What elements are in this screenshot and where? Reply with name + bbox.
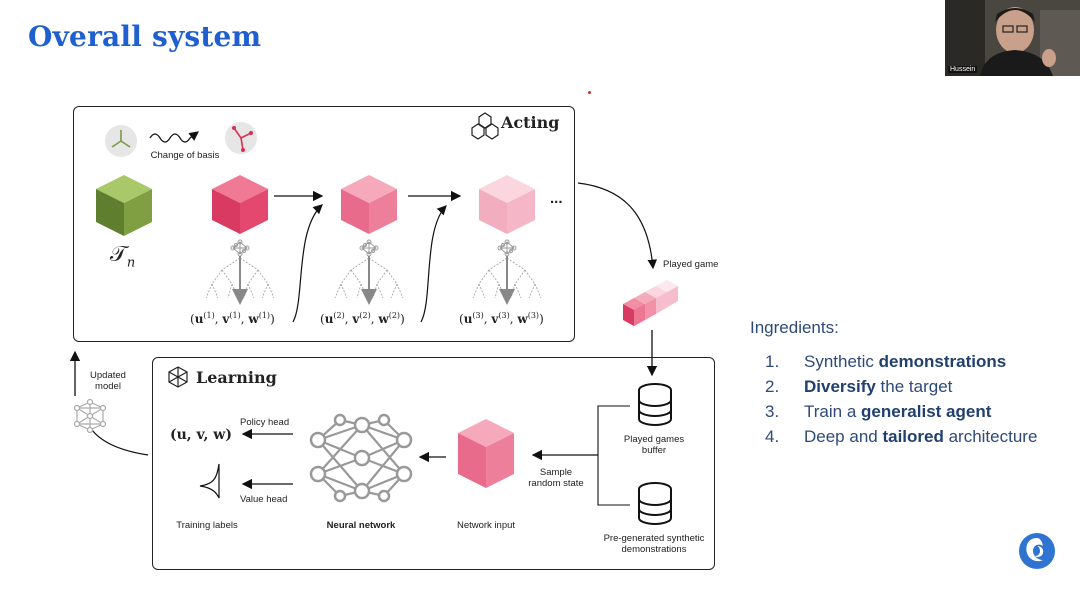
learning-icon	[168, 366, 188, 388]
sample-random-state-label: Sample random state	[528, 467, 584, 489]
value-distribution-icon	[199, 463, 220, 499]
acting-title: Acting	[501, 113, 560, 132]
curve-arrow-2	[420, 205, 447, 323]
ellipsis: ...	[550, 190, 563, 207]
factor-sup: (2)	[388, 311, 401, 320]
played-game-label: Played game	[663, 259, 719, 270]
updated-model-network-icon	[73, 398, 107, 434]
ingredient-number: 1.	[765, 352, 780, 371]
participant-name: Hussein	[948, 66, 978, 73]
ingredient-text: the target	[875, 377, 953, 396]
network-input-label: Network input	[456, 520, 516, 531]
factor-u: u	[324, 312, 334, 326]
ingredient-text: Deep and	[804, 427, 883, 446]
ingredient-bold: Diversify	[804, 377, 876, 396]
neural-network-label: Neural network	[326, 520, 396, 531]
factor-sup: (2)	[333, 311, 345, 320]
training-labels-label: Training labels	[176, 520, 238, 531]
ingredient-number: 3.	[765, 402, 780, 421]
ingredient-number: 4.	[765, 427, 780, 446]
network-input-cube	[458, 419, 514, 488]
factor-sup: (1)	[258, 311, 271, 320]
pregenerated-db	[638, 482, 672, 525]
factor-v: v	[222, 312, 230, 326]
ingredient-bold: demonstrations	[878, 352, 1007, 371]
factor-sup: (1)	[229, 311, 241, 320]
tensor-label: 𝒯n	[110, 242, 135, 270]
state-cube-1	[212, 175, 268, 234]
factor-label-1: (u(1), v(1), w(1))	[190, 311, 275, 326]
search-tree-3	[472, 239, 542, 305]
change-of-basis-label: Change of basis	[150, 150, 220, 161]
factor-v: v	[352, 312, 360, 326]
ingredient-item-2: 2. Diversify the target	[765, 377, 1075, 397]
ingredient-text: Synthetic	[804, 352, 879, 371]
factor-w: w	[517, 312, 528, 326]
policy-head-label: Policy head	[240, 417, 290, 428]
pregenerated-label: Pre-generated synthetic demonstrations	[603, 533, 705, 555]
factor-sup: (3)	[498, 311, 510, 320]
ingredient-bold: generalist agent	[861, 402, 992, 421]
learning-title: Learning	[196, 368, 277, 387]
tensor-symbol: 𝒯	[110, 242, 127, 267]
ingredient-item-4: 4. Deep and tailored architecture	[765, 427, 1075, 447]
ingredient-text: architecture	[943, 427, 1038, 446]
curve-arrow-1	[292, 204, 323, 323]
updated-model-curve	[91, 429, 149, 456]
acting-icon	[471, 112, 499, 140]
factor-sup: (3)	[527, 311, 540, 320]
ingredient-item-3: 3. Train a generalist agent	[765, 402, 1075, 422]
neural-network-graphic	[309, 413, 413, 503]
played-game-curve	[577, 182, 658, 270]
ingredient-bold: tailored	[882, 427, 944, 446]
updated-model-label: Updated model	[90, 370, 126, 392]
slide-title: Overall system	[28, 20, 262, 53]
factor-label-2: (u(2), v(2), w(2))	[320, 311, 405, 326]
participant-silhouette	[945, 0, 1080, 76]
search-tree-2	[334, 239, 404, 305]
search-tree-1	[205, 239, 275, 305]
basis-icon-changed	[225, 122, 257, 154]
ingredient-text: Train a	[804, 402, 862, 421]
played-games-buffer-db	[638, 383, 672, 426]
learning-panel	[152, 357, 715, 570]
change-of-basis-wave	[149, 131, 199, 143]
tensor-subscript: n	[126, 255, 136, 271]
value-head-label: Value head	[240, 494, 288, 505]
deepmind-logo-icon	[1019, 533, 1055, 569]
factor-w: w	[248, 312, 259, 326]
state-cube-2	[341, 175, 397, 234]
factor-w: w	[378, 312, 389, 326]
factor-sup: (1)	[203, 311, 215, 320]
factor-u: u	[463, 312, 473, 326]
ingredient-number: 2.	[765, 377, 780, 396]
factor-label-3: (u(3), v(3), w(3))	[459, 311, 544, 326]
ingredient-item-1: 1. Synthetic demonstrations	[765, 352, 1075, 372]
factor-sup: (3)	[472, 311, 484, 320]
ingredients-title: Ingredients:	[750, 318, 839, 337]
tensor-cube-green	[96, 175, 152, 236]
uvw-label: (u, v, w)	[170, 427, 232, 443]
laser-pointer-dot	[588, 91, 591, 94]
participant-video[interactable]: Hussein	[945, 0, 1080, 76]
state-cube-3	[479, 175, 535, 234]
factor-sup: (2)	[359, 311, 371, 320]
basis-icon-original	[105, 125, 137, 157]
played-games-buffer-label: Played games buffer	[623, 434, 685, 456]
played-game-blocks	[623, 280, 678, 326]
factor-v: v	[491, 312, 499, 326]
factor-u: u	[194, 312, 204, 326]
